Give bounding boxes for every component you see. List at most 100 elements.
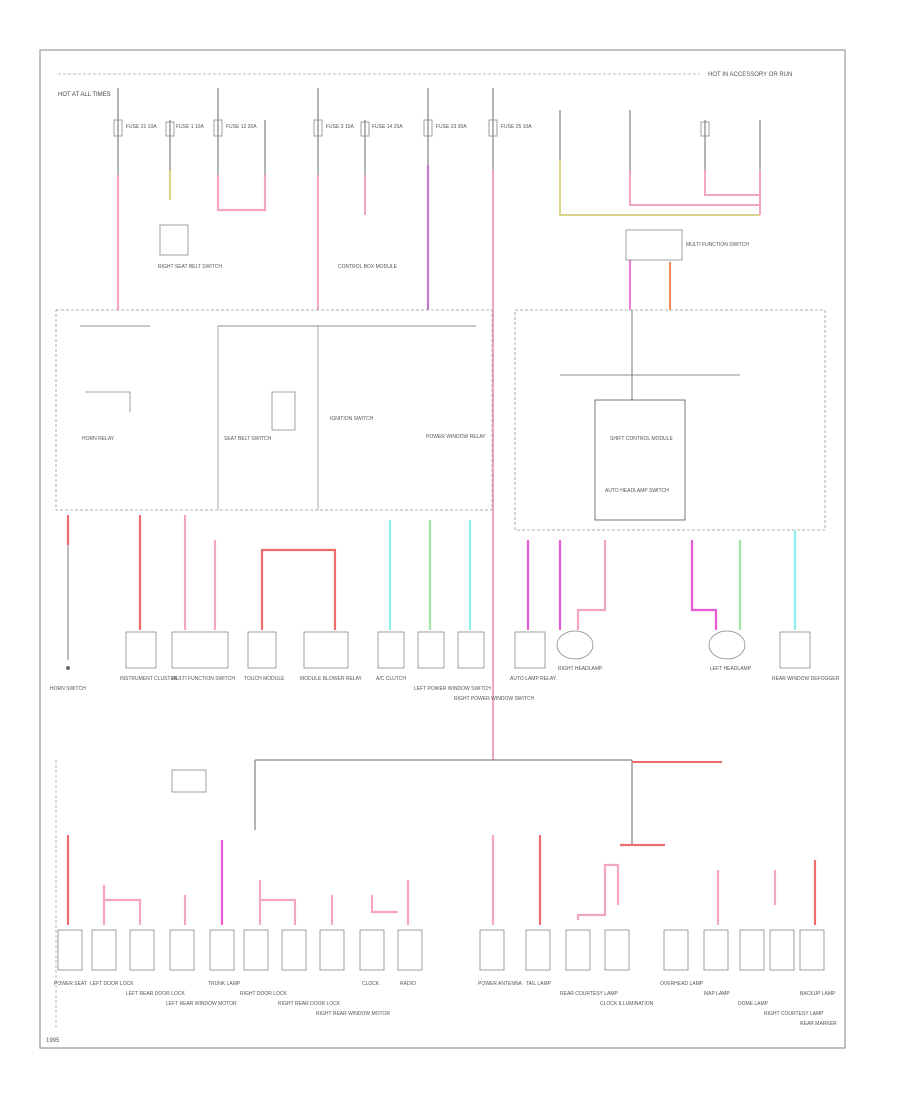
wire-magenta-3 — [690, 540, 718, 630]
power-antenna-box — [479, 929, 505, 971]
dome-lamp-box — [739, 929, 765, 971]
wire-pink-21 — [576, 863, 620, 920]
label-power-seat: POWER SEAT — [54, 981, 87, 987]
label-ignition-switch: IGNITION SWITCH — [330, 416, 374, 422]
fuse-box-5 — [360, 121, 370, 137]
label-right-rear-door-lock: RIGHT REAR DOOR LOCK — [278, 1001, 341, 1007]
clock-box — [359, 929, 385, 971]
horn-relay-symbol — [85, 391, 131, 412]
label-dome-lamp: DOME LAMP — [738, 1001, 769, 1007]
auto-lamp-relay-box — [514, 631, 546, 669]
left-door-lock-box — [91, 929, 117, 971]
label-clock-illumination: CLOCK ILLUMINATION — [600, 1001, 654, 1007]
label-ac-clutch: A/C CLUTCH — [376, 676, 406, 682]
label-fuse-21: FUSE 21 10A — [126, 124, 157, 130]
right-door-lock-box — [243, 929, 269, 971]
wire-pink-6 — [704, 170, 760, 196]
wire-yellow-2 — [559, 160, 760, 216]
label-right-door-lock: RIGHT DOOR LOCK — [240, 991, 288, 997]
power-seat-box — [57, 929, 83, 971]
blower-relay-box — [303, 631, 349, 669]
label-left-headlamp: LEFT HEADLAMP — [710, 666, 752, 672]
label-right-power-window-switch: RIGHT POWER WINDOW SWITCH — [454, 696, 535, 702]
label-fuse-3: FUSE 3 10A — [326, 124, 354, 130]
seat-belt-switch-symbol — [271, 391, 296, 431]
rear-courtesy-lamp-box — [565, 929, 591, 971]
label-rear-marker: REAR MARKER — [800, 1021, 837, 1027]
map-lamp-box — [703, 929, 729, 971]
fuse-box-4 — [313, 119, 323, 137]
fuse-symbols — [113, 119, 710, 137]
fuse-box-8 — [700, 121, 710, 137]
label-map-lamp: MAP LAMP — [704, 991, 730, 997]
label-left-rear-door-lock: LEFT REAR DOOR LOCK — [126, 991, 185, 997]
right-headlamp-shape — [556, 630, 594, 660]
label-left-power-window-switch: LEFT POWER WINDOW SWITCH — [414, 686, 491, 692]
shift-control-module-box — [594, 399, 686, 521]
multi-function-switch-box — [171, 631, 229, 669]
instrument-cluster-box — [125, 631, 157, 669]
overhead-lamp-box — [663, 929, 689, 971]
wire-red-4 — [260, 548, 337, 630]
label-seat-belt-switch: SEAT BELT SWITCH — [224, 436, 272, 442]
left-headlamp-shape — [708, 630, 746, 660]
label-radio: RADIO — [400, 981, 416, 987]
label-trunk-lamp: TRUNK LAMP — [208, 981, 241, 987]
label-rear-window-defogger: REAR WINDOW DEFOGGER — [772, 676, 840, 682]
label-clock: CLOCK — [362, 981, 380, 987]
left-rear-door-lock-box — [129, 929, 155, 971]
footer-code: 1995 — [46, 1038, 60, 1044]
component-boxes-mid — [125, 630, 811, 669]
wire-pink-18 — [370, 895, 398, 914]
label-power-window-relay: POWER WINDOW RELAY — [426, 434, 486, 440]
right-rear-window-motor-box — [319, 929, 345, 971]
label-touch-module: TOUCH MODULE — [244, 676, 285, 682]
label-left-door-lock: LEFT DOOR LOCK — [90, 981, 134, 987]
diagram-frame — [39, 49, 846, 1049]
wire-pink-11 — [576, 540, 607, 630]
touch-module-box — [247, 631, 277, 669]
wire-red-1 — [216, 175, 267, 212]
fuse-box-7 — [488, 119, 498, 137]
component-boxes-lower — [57, 929, 825, 971]
lowest-labels: POWER SEAT LEFT DOOR LOCK LEFT REAR DOOR… — [54, 981, 837, 1027]
fuse-box-3 — [213, 119, 223, 137]
label-fuse-25: FUSE 25 10A — [501, 124, 532, 130]
right-seat-belt-switch-box — [159, 224, 189, 256]
label-module-blower-relay: MODULE BLOWER RELAY — [300, 676, 363, 682]
label-right-courtesy-lamp: RIGHT COURTESY LAMP — [764, 1011, 824, 1017]
rear-fuse-box — [171, 769, 207, 793]
left-module-boundary — [55, 309, 493, 511]
fuse-box-2 — [165, 121, 175, 137]
trunk-lamp-box — [209, 929, 235, 971]
label-rear-courtesy-lamp: REAR COURTESY LAMP — [560, 991, 619, 997]
top-wires — [116, 88, 761, 760]
label-fuse-23: FUSE 23 30A — [436, 124, 467, 130]
label-overhead-lamp: OVERHEAD LAMP — [660, 981, 704, 987]
fuse-box-6 — [423, 119, 433, 137]
label-right-seat-belt-switch: RIGHT SEAT BELT SWITCH — [158, 264, 222, 270]
radio-box — [397, 929, 423, 971]
wire-pink-5 — [629, 170, 760, 206]
module-box-right-top — [625, 229, 683, 261]
right-rear-door-lock-box — [281, 929, 307, 971]
right-courtesy-lamp-box — [769, 929, 795, 971]
clock-illumination-box — [604, 929, 630, 971]
right-module-boundary — [514, 309, 826, 531]
mid-wires — [66, 515, 797, 630]
label-hot-at-all-times: HOT AT ALL TIMES — [58, 92, 111, 98]
horn-switch-ground — [66, 666, 70, 670]
label-left-rear-window-motor: LEFT REAR WINDOW MOTOR — [166, 1001, 237, 1007]
wire-pink-16 — [260, 898, 297, 925]
backup-lamp-box — [799, 929, 825, 971]
rear-defogger-box — [779, 631, 811, 669]
relay-symbols — [85, 391, 296, 431]
right-window-switch-box — [457, 631, 485, 669]
header-label: HOT IN ACCESSORY OR RUN — [708, 72, 792, 78]
wire-pink-12 — [102, 885, 142, 925]
label-tail-lamp: TAIL LAMP — [526, 981, 552, 987]
fuse-box-1 — [113, 119, 123, 137]
label-fuse-12: FUSE 12 30A — [226, 124, 257, 130]
label-backup-lamp: BACKUP LAMP — [800, 991, 836, 997]
